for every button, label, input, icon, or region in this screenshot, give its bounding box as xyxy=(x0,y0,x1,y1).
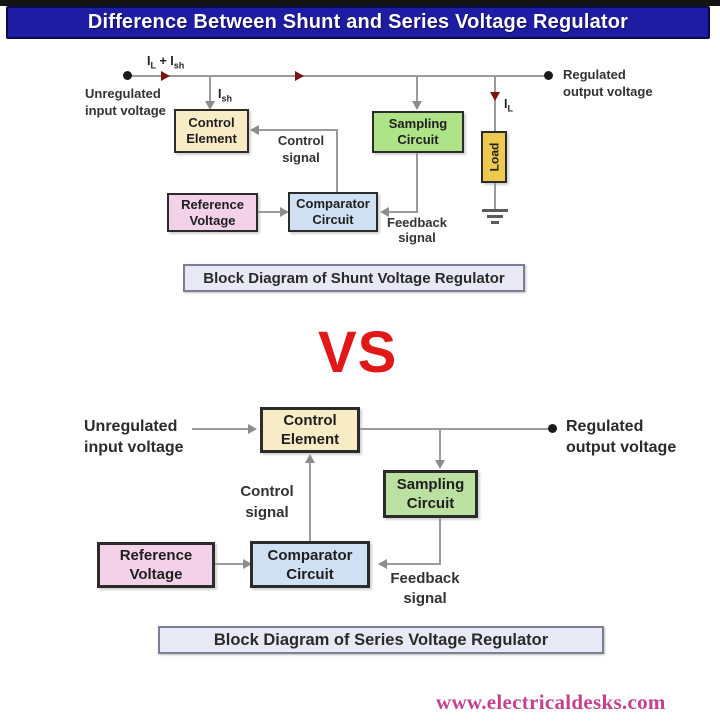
feedback-wire xyxy=(380,563,441,565)
arrow-down-icon xyxy=(205,101,215,110)
sampling-circuit-box: Sampling Circuit xyxy=(372,111,464,153)
current-flow-arrow-icon xyxy=(161,71,170,81)
current-flow-arrow-icon xyxy=(295,71,304,81)
top-black-strip xyxy=(0,0,720,6)
control-signal-wire xyxy=(251,129,338,131)
ground-wire xyxy=(494,183,496,209)
arrow-down-icon xyxy=(412,101,422,110)
bus-current-label: IL + Ish xyxy=(147,54,185,71)
feedback-signal-label: Feedback signal xyxy=(390,570,460,607)
arrow-left-icon xyxy=(250,125,259,135)
page-title: Difference Between Shunt and Series Volt… xyxy=(87,11,629,33)
arrow-right-icon xyxy=(243,559,252,569)
output-node-dot xyxy=(544,71,553,80)
feedback-wire xyxy=(416,153,418,212)
load-box: Load xyxy=(481,131,507,183)
shunt-current-label: Ish xyxy=(218,87,232,104)
arrow-up-icon xyxy=(305,454,315,463)
reference-wire xyxy=(258,211,282,213)
sampling-circuit-box: Sampling Circuit xyxy=(383,470,478,518)
bus-wire xyxy=(128,75,550,77)
load-current-label: IL xyxy=(504,97,513,114)
unregulated-input-label: Unregulated input voltage xyxy=(85,86,166,118)
arrow-right-icon xyxy=(280,207,289,217)
input-wire xyxy=(192,428,250,430)
feedback-wire xyxy=(439,518,441,565)
feedback-wire xyxy=(382,211,418,213)
regulated-output-label: Regulated output voltage xyxy=(566,418,677,456)
comparator-circuit-box: Comparator Circuit xyxy=(250,541,370,588)
feedback-signal-label: Feedback signal xyxy=(387,215,447,245)
caption-series: Block Diagram of Series Voltage Regulato… xyxy=(158,626,604,654)
control-signal-wire xyxy=(336,129,338,192)
control-element-box: Control Element xyxy=(174,109,249,153)
output-node-dot xyxy=(548,424,557,433)
control-element-box: Control Element xyxy=(260,407,360,453)
arrow-down-icon xyxy=(435,460,445,469)
control-signal-wire xyxy=(309,458,311,542)
output-wire xyxy=(360,428,552,430)
reference-voltage-box: Reference Voltage xyxy=(167,193,258,232)
reference-voltage-box: Reference Voltage xyxy=(97,542,215,588)
input-node-dot xyxy=(123,71,132,80)
sampling-branch-wire xyxy=(439,430,441,462)
vs-label: VS xyxy=(318,320,398,385)
reference-wire xyxy=(215,563,245,565)
arrow-left-icon xyxy=(378,559,387,569)
caption-shunt: Block Diagram of Shunt Voltage Regulator xyxy=(183,264,525,292)
sampling-branch-wire xyxy=(416,77,418,103)
comparator-circuit-box: Comparator Circuit xyxy=(288,192,378,232)
arrow-right-icon xyxy=(248,424,257,434)
unregulated-input-label: Unregulated input voltage xyxy=(84,418,184,456)
control-signal-label: Control signal xyxy=(240,483,294,521)
shunt-branch-wire xyxy=(209,77,211,103)
load-branch-wire xyxy=(494,77,496,131)
regulated-output-label: Regulated output voltage xyxy=(563,67,653,99)
current-flow-arrow-icon xyxy=(490,92,500,101)
title-bar: Difference Between Shunt and Series Volt… xyxy=(6,6,710,39)
site-watermark: www.electricaldesks.com xyxy=(436,690,666,714)
control-signal-label: Control signal xyxy=(277,133,325,165)
arrow-left-icon xyxy=(380,207,389,217)
